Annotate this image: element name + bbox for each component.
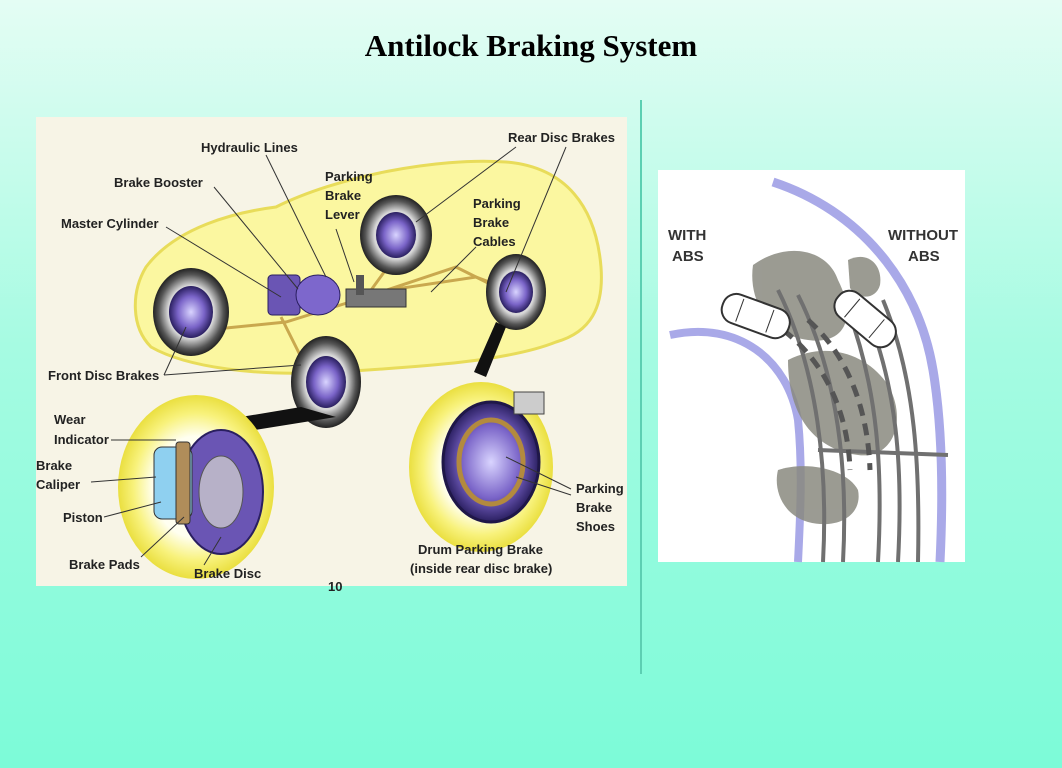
label-parking-brake-cables-line2: Brake xyxy=(473,215,509,230)
road-inner-edge xyxy=(669,327,805,563)
label-piston: Piston xyxy=(63,510,103,525)
car-with-abs xyxy=(720,292,791,340)
front-left-wheel xyxy=(153,268,229,356)
front-disc-brake-detail xyxy=(118,395,274,579)
page-number: 10 xyxy=(328,579,342,594)
label-hydraulic-lines: Hydraulic Lines xyxy=(201,140,298,155)
label-parking-brake-lever-line1: Parking xyxy=(325,169,373,184)
label-with-abs-line1: WITH xyxy=(668,227,706,244)
label-parking-brake-cables-line3: Cables xyxy=(473,234,516,249)
label-brake-pads: Brake Pads xyxy=(69,557,140,572)
label-with-abs-line2: ABS xyxy=(672,248,704,265)
label-parking-brake-shoes-line2: Brake xyxy=(576,500,612,515)
abs-skid-illustration: WITH ABS WITHOUT ABS xyxy=(668,177,958,563)
label-parking-brake-cables-line1: Parking xyxy=(473,196,521,211)
label-master-cylinder: Master Cylinder xyxy=(61,216,159,231)
abs-comparison-diagram: WITH ABS WITHOUT ABS xyxy=(658,170,965,563)
label-front-disc-brakes: Front Disc Brakes xyxy=(48,368,159,383)
label-leader-lines xyxy=(90,146,572,566)
label-parking-brake-lever-line2: Brake xyxy=(325,188,361,203)
drum-parking-brake-detail xyxy=(409,382,553,552)
vertical-divider xyxy=(640,100,642,674)
label-parking-brake-lever-line3: Lever xyxy=(325,207,360,222)
rear-left-wheel xyxy=(360,195,432,275)
front-right-wheel xyxy=(291,336,361,428)
parking-brake-lever xyxy=(345,275,407,308)
label-brake-booster: Brake Booster xyxy=(114,175,203,190)
brake-booster xyxy=(267,274,341,316)
zoom-connector-rear xyxy=(474,322,506,377)
label-brake-disc: Brake Disc xyxy=(194,566,261,581)
brake-system-illustration: Hydraulic Lines Rear Disc Brakes Brake B… xyxy=(36,130,624,594)
label-brake-caliper-line2: Caliper xyxy=(36,477,80,492)
label-parking-brake-shoes-line1: Parking xyxy=(576,481,624,496)
slide-title: Antilock Braking System xyxy=(364,28,698,63)
label-drum-parking-brake-line2: (inside rear disc brake) xyxy=(410,561,552,576)
car-body-outline xyxy=(133,159,603,375)
label-rear-disc-brakes: Rear Disc Brakes xyxy=(508,130,615,145)
car-without-abs xyxy=(833,289,897,349)
label-drum-parking-brake-line1: Drum Parking Brake xyxy=(418,542,543,557)
label-without-abs-line1: WITHOUT xyxy=(888,227,958,244)
label-without-abs-line2: ABS xyxy=(908,248,940,265)
label-wear-indicator-line1: Wear xyxy=(54,412,86,427)
label-wear-indicator-line2: Indicator xyxy=(54,432,109,447)
road-outer-edge xyxy=(771,177,947,563)
abs-dashed-tracks xyxy=(781,318,873,471)
brake-system-diagram: Hydraulic Lines Rear Disc Brakes Brake B… xyxy=(36,117,627,594)
label-parking-brake-shoes-line3: Shoes xyxy=(576,519,615,534)
label-brake-caliper-line1: Brake xyxy=(36,458,72,473)
rear-right-wheel xyxy=(486,254,546,330)
